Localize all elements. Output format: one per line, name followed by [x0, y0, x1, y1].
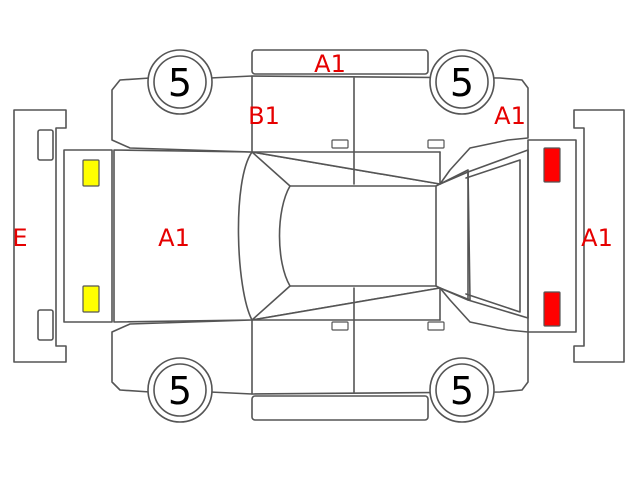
wheel-rear-left-value: 5: [450, 61, 474, 105]
wheel-circle: [153, 363, 207, 417]
front-bumper: [13, 109, 67, 363]
windshield-inner: [278, 185, 291, 287]
trunk-lid: [465, 159, 521, 313]
wheel-front-left: 5: [147, 49, 213, 115]
top-side-sill: [251, 49, 429, 75]
code-front-bumper: E: [12, 224, 27, 252]
code-rear-bumper: A1: [581, 224, 613, 252]
top-rear-door-handle: [427, 139, 445, 149]
windshield-top-edge: [251, 151, 441, 187]
front-lamp-upper: [82, 159, 100, 187]
code-hood: A1: [158, 224, 190, 252]
side-view-top: [111, 49, 529, 185]
trunk-outline: [439, 149, 529, 319]
code-pillar: B1: [248, 102, 280, 130]
front-bumper-lower-mark: [37, 309, 54, 341]
wheel-circle: [435, 363, 489, 417]
code-top-panel: A1: [314, 50, 346, 78]
wheel-rear-right: 5: [429, 357, 495, 423]
wheel-rear-left: 5: [429, 49, 495, 115]
wheel-front-left-value: 5: [168, 61, 192, 105]
front-bumper-upper-mark: [37, 129, 54, 161]
rear-lamp-lower: [543, 291, 561, 327]
bottom-front-door-handle: [331, 321, 349, 331]
code-rear-quarter: A1: [494, 102, 526, 130]
bottom-side-sill: [251, 395, 429, 421]
rear-bumper: [573, 109, 625, 363]
bottom-rear-door-handle: [427, 321, 445, 331]
wheel-circle: [435, 55, 489, 109]
wheel-rear-right-value: 5: [450, 369, 474, 413]
wheel-front-right-value: 5: [168, 369, 192, 413]
top-front-door-handle: [331, 139, 349, 149]
rear-lamp-upper: [543, 147, 561, 183]
side-view-bottom: [111, 287, 529, 421]
front-lamp-lower: [82, 285, 100, 313]
windshield-bottom-edge: [251, 285, 441, 321]
wheel-front-right: 5: [147, 357, 213, 423]
wheel-circle: [153, 55, 207, 109]
cabin-top: [237, 149, 529, 321]
